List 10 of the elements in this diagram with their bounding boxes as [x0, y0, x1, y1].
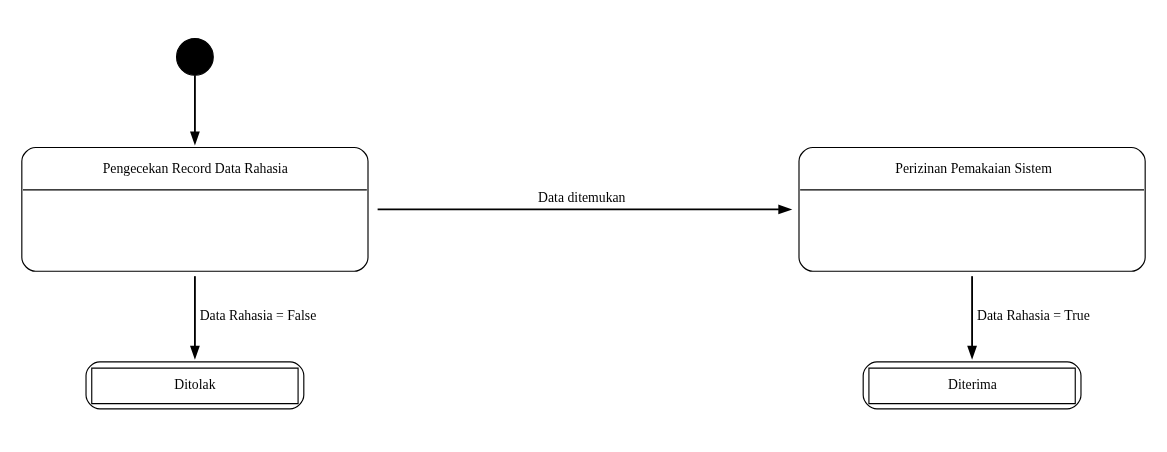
arrow: [967, 275, 977, 360]
node-box: Diterima: [862, 361, 1082, 410]
edge-label: Data Rahasia = False: [199, 308, 317, 324]
arrow: [190, 275, 200, 360]
arrow: [376, 204, 793, 215]
node-circle: [176, 38, 214, 76]
edge-label: Data Rahasia = True: [977, 308, 1090, 324]
edge-label: Data ditemukan: [538, 190, 626, 206]
arrow: [190, 74, 200, 146]
node-box: Ditolak: [85, 361, 305, 410]
